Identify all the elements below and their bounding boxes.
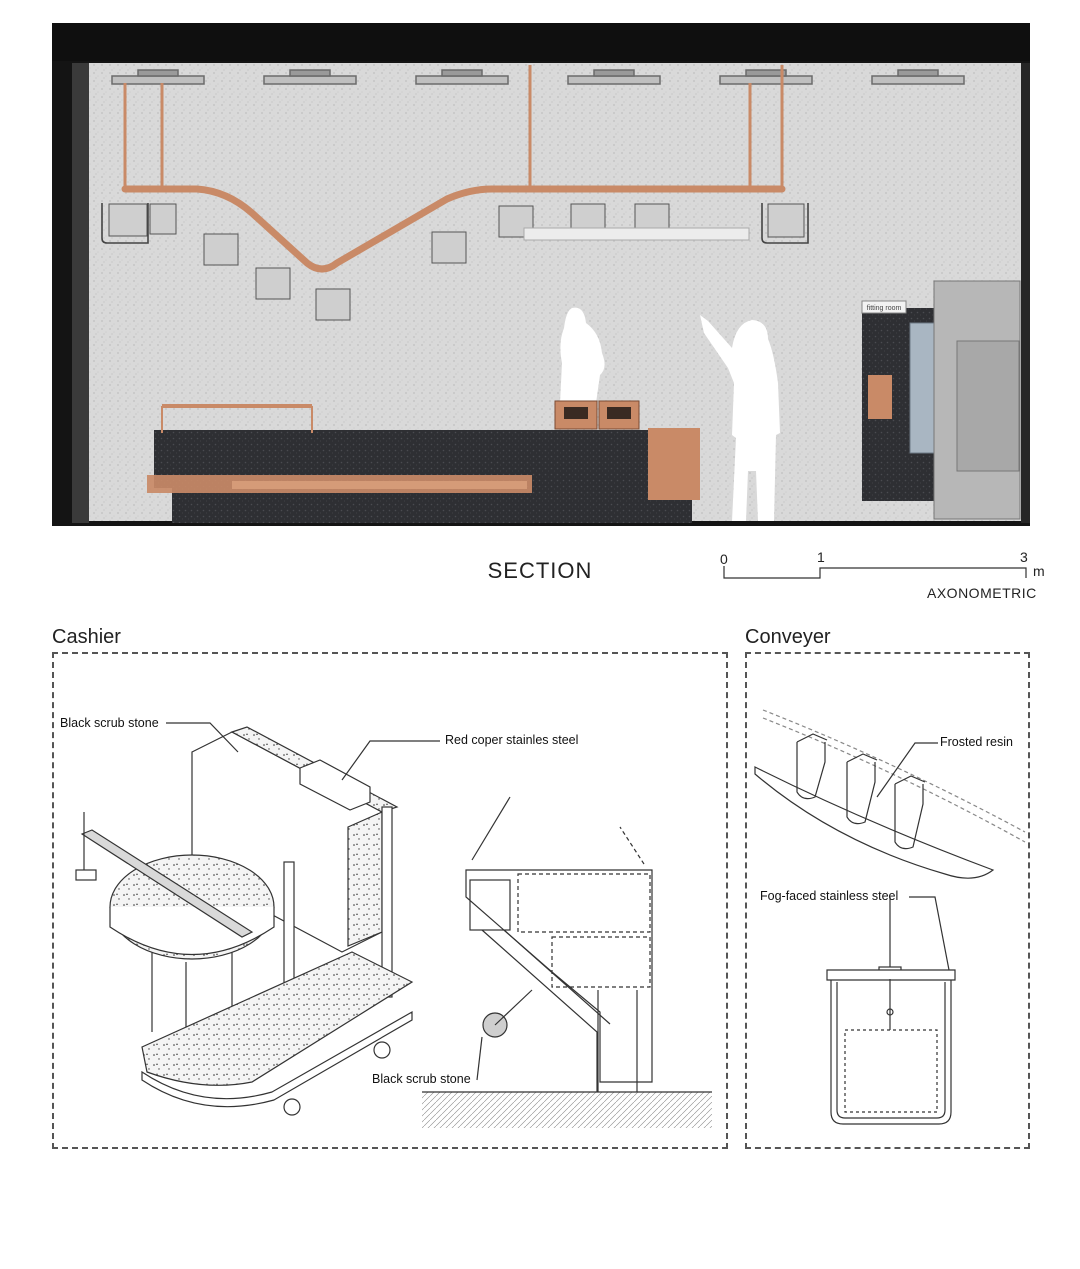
- ceiling-light-tracks: [111, 69, 965, 85]
- copper-hangers: [123, 65, 784, 189]
- right-wall-edge: [1021, 63, 1030, 523]
- counter-copper-box: [299, 759, 371, 811]
- cashier-panel: [52, 652, 728, 1149]
- axonometric-label: AXONOMETRIC: [927, 585, 1037, 601]
- fitting-room-sign: fitting room: [867, 305, 902, 312]
- leader-red-copper: [341, 740, 440, 781]
- hanger-crossbar: [826, 969, 956, 981]
- hanger-loop-right: [761, 203, 809, 244]
- counter-stone-base: [172, 488, 692, 523]
- callout-frosted-resin: Frosted resin: [940, 735, 1013, 749]
- callout-black-scrub-stone-top: Black scrub stone: [60, 716, 159, 730]
- section-drawing: fitting room: [52, 23, 1030, 526]
- callout-fog-faced-steel: Fog-faced stainless steel: [760, 889, 899, 903]
- section-hatch-floor: [422, 1092, 712, 1128]
- cashier-heading: Cashier: [52, 626, 121, 648]
- conveyer-dashed-guide: [762, 709, 1026, 833]
- pos-screen-left: [564, 407, 588, 419]
- section-mid-box: [551, 936, 651, 988]
- fitting-room-sign-board: [861, 300, 907, 314]
- hanger-frame-inner: [836, 982, 946, 1119]
- silhouette-woman: [560, 307, 605, 403]
- scale-unit: m: [1033, 563, 1045, 579]
- base-stone: [141, 951, 414, 1086]
- fitting-room-copper: [868, 375, 892, 419]
- hanger-frame: [830, 980, 952, 1125]
- leader-black-scrub-top: [166, 722, 239, 753]
- conveyer-trough: [754, 766, 995, 879]
- section-lid-dashed: [619, 826, 645, 865]
- round-table-edge: [109, 907, 275, 956]
- section-body: [465, 869, 653, 1083]
- leader-black-scrub-bottom: [476, 1036, 483, 1081]
- pos-screen-right: [607, 407, 631, 419]
- section-diagonal: [481, 929, 611, 1092]
- caster-2: [373, 1041, 391, 1059]
- section-top-box: [517, 873, 651, 933]
- conveyer-panel: [745, 652, 1030, 1149]
- section-lid: [471, 796, 511, 861]
- conveyer-drawing: [754, 709, 1026, 1125]
- leader-fog-faced: [909, 896, 950, 971]
- section-left-box: [469, 879, 511, 931]
- scale-bar: [723, 566, 1027, 579]
- scale-tick-1: 1: [817, 549, 825, 565]
- hanger-loop-left: [101, 203, 149, 244]
- base-plate: [141, 1010, 413, 1108]
- counter-copper-end: [648, 428, 700, 500]
- frame-top-1: [796, 733, 828, 743]
- callout-black-scrub-stone-bottom: Black scrub stone: [372, 1072, 471, 1086]
- swing-arm-base: [75, 869, 97, 881]
- hanger-hook-joint: [886, 1008, 894, 1016]
- counter-end-rubble: [347, 811, 383, 947]
- counter-copper-plinth: [232, 481, 527, 489]
- frame-top-2: [846, 753, 878, 763]
- leader-frosted-resin: [876, 742, 938, 798]
- hanging-boxes: [108, 203, 805, 321]
- silhouette-man: [700, 315, 780, 521]
- frame-1: [796, 742, 826, 800]
- frame-top-3: [894, 775, 926, 785]
- caster-1: [283, 1098, 301, 1116]
- section-title: SECTION: [487, 558, 593, 583]
- callout-red-copper-steel: Red coper stainles steel: [445, 733, 579, 747]
- scale-tick-3: 3: [1020, 549, 1028, 565]
- hanger-garment-box: [844, 1029, 938, 1113]
- conveyer-heading: Conveyer: [745, 626, 831, 648]
- cashier-drawing: [75, 722, 712, 1128]
- frame-3: [894, 784, 924, 850]
- conveyor-rail: [121, 185, 786, 273]
- swing-arm: [80, 829, 254, 938]
- scale-tick-0: 0: [720, 551, 728, 567]
- left-column: [72, 63, 89, 523]
- ceiling-slab: [52, 23, 1030, 61]
- frame-2: [846, 762, 876, 825]
- conveyer-dashed-guide-2: [762, 717, 1026, 843]
- section-roller-arm: [494, 989, 533, 1026]
- frosted-resin-bar: [523, 227, 750, 241]
- fitting-room-panel: [956, 340, 1020, 472]
